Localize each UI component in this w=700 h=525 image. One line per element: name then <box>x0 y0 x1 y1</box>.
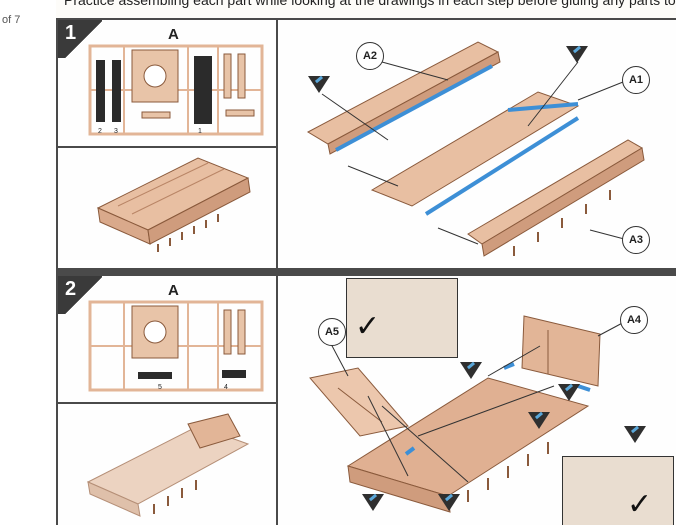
page-indicator: of 7 <box>2 14 21 26</box>
step-2-sprue-letter: A <box>168 282 179 299</box>
sprue-part-number: 4 <box>224 384 228 391</box>
step-2-main-panel: ✓ ✓ <box>276 274 676 525</box>
instruction-sheet: Practice assembling each part while look… <box>56 0 676 525</box>
glue-brush-icon <box>438 494 460 511</box>
step-2-badge: 2 <box>58 276 102 314</box>
checkmark-icon: ✓ <box>355 309 381 344</box>
step-1-sprue-drawing <box>88 44 264 136</box>
detail-inset-top: ✓ <box>346 278 458 358</box>
glue-brush-icon <box>566 46 588 63</box>
step-2-assembled-drawing <box>86 413 250 517</box>
sprue-part-number: 2 <box>98 128 102 135</box>
callout-a1: A1 <box>622 66 650 94</box>
step-2-number: 2 <box>65 278 77 300</box>
step-1-badge: 1 <box>58 20 102 58</box>
step-2-sprue-drawing <box>88 300 264 392</box>
step-divider <box>56 268 676 274</box>
step-1-assembled-drawing <box>96 157 251 252</box>
checkmark-icon: ✓ <box>627 487 653 522</box>
glue-brush-icon <box>624 426 646 443</box>
step-1-preview-panel <box>56 146 278 272</box>
callout-a4: A4 <box>620 306 648 334</box>
step-2-preview-panel <box>56 402 278 525</box>
step-1-exploded-drawing <box>306 41 645 257</box>
step-1-sprue-letter: A <box>168 26 179 43</box>
intro-text: Practice assembling each part while look… <box>64 0 676 8</box>
step-1-main-panel: A2 A1 A3 <box>276 18 676 272</box>
step-1-sprue-panel: 1 A 2 3 1 <box>56 18 278 148</box>
callout-a5: A5 <box>318 318 346 346</box>
callout-a3: A3 <box>622 226 650 254</box>
step-2-exploded-drawing <box>309 315 629 513</box>
glue-brush-icon <box>460 362 482 379</box>
glue-brush-icon <box>528 412 550 429</box>
glue-brush-icon <box>362 494 384 511</box>
sprue-part-number: 5 <box>158 384 162 391</box>
glue-brush-icon <box>558 384 580 401</box>
sprue-part-number: 3 <box>114 128 118 135</box>
detail-inset-bottom: ✓ <box>562 456 674 525</box>
glue-brush-icon <box>308 76 330 93</box>
callout-a2: A2 <box>356 42 384 70</box>
step-1-number: 1 <box>65 22 77 44</box>
step-2-sprue-panel: 2 A 5 4 <box>56 274 278 404</box>
sprue-part-number: 1 <box>198 128 202 135</box>
